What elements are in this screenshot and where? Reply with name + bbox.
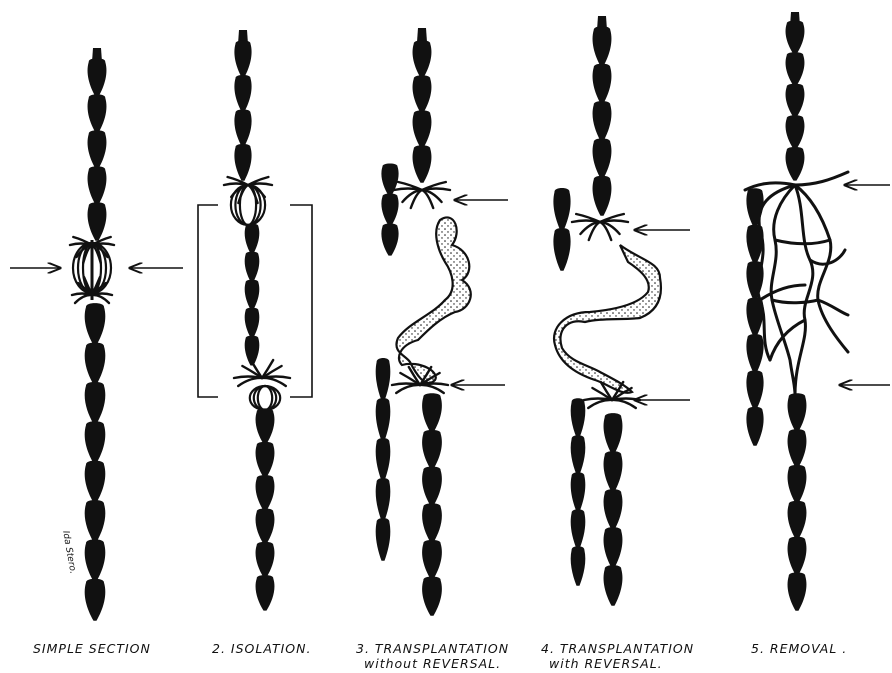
caption-isolation: 2. ISOLATION.: [212, 641, 311, 656]
panel-removal: [745, 12, 848, 611]
fibril: [588, 400, 612, 408]
graft-segment: [554, 245, 661, 393]
caption-line: without REVERSAL.: [356, 656, 509, 671]
caption-line: 2. ISOLATION.: [212, 641, 311, 656]
caption-transplantation-without-reversal: 3. TRANSPLANTATION without REVERSAL.: [356, 641, 509, 671]
panel-simple-section: [70, 48, 114, 621]
fibril: [238, 378, 262, 386]
fibril: [262, 378, 286, 386]
panel-transplantation-with-reversal: [553, 16, 661, 606]
fibril: [75, 295, 92, 303]
panel-transplantation-without-reversal: [376, 28, 471, 616]
caption-line: 4. TRANSPLANTATION: [541, 641, 694, 656]
fibril: [396, 385, 420, 393]
fibril: [420, 385, 444, 393]
caption-line: with REVERSAL.: [541, 656, 694, 671]
nerve-tip: [417, 28, 427, 42]
fibril-loop: [258, 386, 272, 410]
fibril: [92, 295, 109, 303]
caption-simple-section: SIMPLE SECTION: [33, 641, 151, 656]
caption-removal: 5. REMOVAL .: [751, 641, 847, 656]
caption-line: SIMPLE SECTION: [33, 641, 151, 656]
caption-transplantation-with-reversal: 4. TRANSPLANTATION with REVERSAL.: [541, 641, 694, 671]
panel-isolation: [198, 30, 312, 611]
fibril: [612, 400, 636, 408]
caption-line: 5. REMOVAL .: [751, 641, 847, 656]
caption-line: 3. TRANSPLANTATION: [356, 641, 509, 656]
graft-segment: [396, 217, 470, 382]
